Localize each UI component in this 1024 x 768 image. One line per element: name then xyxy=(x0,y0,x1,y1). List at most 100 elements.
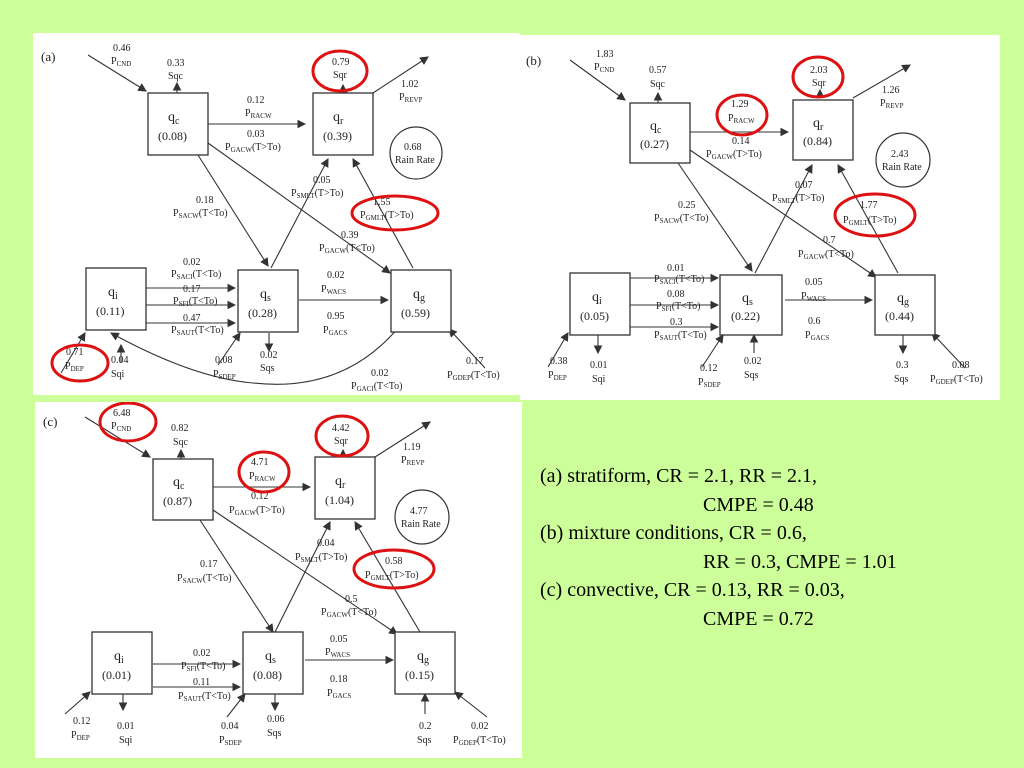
svg-text:0.12: 0.12 xyxy=(247,95,265,106)
box-qs: qs (0.28) xyxy=(237,269,299,333)
highlight-gmlt xyxy=(352,548,436,590)
svg-text:Sqs: Sqs xyxy=(267,728,282,739)
svg-text:1.77: 1.77 xyxy=(860,200,878,211)
svg-text:PWACS: PWACS xyxy=(801,291,826,303)
svg-text:PWACS: PWACS xyxy=(321,284,346,296)
arrow-cnd xyxy=(87,54,147,92)
svg-text:PCND: PCND xyxy=(111,421,131,433)
svg-text:qi: qi xyxy=(114,649,124,666)
svg-text:PSAUT(T<To): PSAUT(T<To) xyxy=(654,330,707,342)
svg-text:Sqs: Sqs xyxy=(894,374,909,385)
svg-text:0.02: 0.02 xyxy=(193,648,211,659)
svg-text:PSACI(T<To): PSACI(T<To) xyxy=(654,274,704,286)
svg-text:qc: qc xyxy=(650,119,662,136)
highlight-racw xyxy=(237,450,291,494)
svg-text:Sqs: Sqs xyxy=(744,370,759,381)
svg-text:0.68: 0.68 xyxy=(404,142,422,153)
panel-label: (a) xyxy=(41,49,55,64)
svg-text:(0.84): (0.84) xyxy=(803,134,832,148)
svg-text:PSMLT(T>To): PSMLT(T>To) xyxy=(295,552,347,564)
summary-b-line2: RR = 0.3, CMPE = 1.01 xyxy=(703,550,897,573)
svg-text:PSAUT(T<To): PSAUT(T<To) xyxy=(171,325,224,337)
svg-text:PGACW(T<To): PGACW(T<To) xyxy=(319,243,375,255)
svg-text:0.04: 0.04 xyxy=(317,538,335,549)
svg-text:PGACW(T>To): PGACW(T>To) xyxy=(706,149,762,161)
svg-text:PSACW(T<To): PSACW(T<To) xyxy=(654,213,709,225)
svg-text:0.08: 0.08 xyxy=(952,360,970,371)
svg-text:(0.15): (0.15) xyxy=(405,668,434,682)
svg-text:(0.44): (0.44) xyxy=(885,309,914,323)
svg-text:Sqr: Sqr xyxy=(333,70,348,81)
svg-text:0.03: 0.03 xyxy=(247,129,265,140)
arrow-gacw-low xyxy=(207,142,391,274)
flow-arrows xyxy=(64,416,488,718)
box-qc: qc (0.87) xyxy=(152,458,214,521)
svg-text:PDEP: PDEP xyxy=(65,361,84,373)
arrow-revp xyxy=(372,56,429,94)
svg-text:Sqr: Sqr xyxy=(812,78,827,89)
svg-text:PCND: PCND xyxy=(594,62,614,74)
svg-text:(0.08): (0.08) xyxy=(158,129,187,143)
svg-text:0.08: 0.08 xyxy=(215,355,233,366)
svg-text:(0.39): (0.39) xyxy=(323,129,352,143)
svg-text:0.46: 0.46 xyxy=(113,43,131,54)
svg-text:0.04: 0.04 xyxy=(111,355,129,366)
highlight-sqr xyxy=(314,414,370,458)
svg-text:0.39: 0.39 xyxy=(341,230,359,241)
highlight-circles xyxy=(50,49,440,383)
svg-text:PSFI(T<To): PSFI(T<To) xyxy=(656,301,701,313)
svg-text:0.02: 0.02 xyxy=(744,356,762,367)
svg-text:Sqc: Sqc xyxy=(173,437,189,448)
svg-text:PWACS: PWACS xyxy=(325,647,350,659)
svg-text:qr: qr xyxy=(335,474,346,491)
box-qr: qr (0.39) xyxy=(312,92,374,156)
svg-text:PSMLT(T>To): PSMLT(T>To) xyxy=(291,188,343,200)
svg-text:Rain Rate: Rain Rate xyxy=(395,155,435,166)
svg-text:qr: qr xyxy=(333,110,344,127)
box-qc: qc (0.27) xyxy=(629,102,691,164)
summary-a-line2: CMPE = 0.48 xyxy=(703,493,814,516)
svg-text:qs: qs xyxy=(265,649,276,666)
svg-text:1.29: 1.29 xyxy=(731,99,749,110)
svg-text:0.02: 0.02 xyxy=(371,368,389,379)
svg-text:qc: qc xyxy=(173,475,185,492)
svg-text:0.17: 0.17 xyxy=(200,559,218,570)
svg-text:4.71: 4.71 xyxy=(251,457,269,468)
svg-text:qi: qi xyxy=(592,290,602,307)
svg-text:PSACW(T<To): PSACW(T<To) xyxy=(173,208,228,220)
svg-text:4.42: 4.42 xyxy=(332,423,350,434)
svg-text:(0.27): (0.27) xyxy=(640,137,669,151)
svg-text:(0.01): (0.01) xyxy=(102,668,131,682)
box-qc: qc (0.08) xyxy=(147,92,209,156)
svg-text:(0.08): (0.08) xyxy=(253,668,282,682)
rain-rate-circle: 0.68 Rain Rate xyxy=(389,126,443,180)
svg-text:PRACW: PRACW xyxy=(245,108,272,120)
svg-text:0.01: 0.01 xyxy=(667,263,685,274)
box-qg: qg (0.15) xyxy=(394,631,456,695)
svg-text:qr: qr xyxy=(813,116,824,133)
svg-text:Rain Rate: Rain Rate xyxy=(882,162,922,173)
highlight-circles xyxy=(715,55,917,238)
svg-text:(0.11): (0.11) xyxy=(96,304,125,318)
svg-text:qs: qs xyxy=(260,287,271,304)
svg-text:PRACW: PRACW xyxy=(249,471,276,483)
svg-text:0.95: 0.95 xyxy=(327,311,345,322)
svg-text:Sqs: Sqs xyxy=(417,735,432,746)
box-qi: qi (0.01) xyxy=(91,631,153,695)
svg-text:PREVP: PREVP xyxy=(401,455,425,467)
panel-label: (c) xyxy=(43,414,57,429)
svg-text:0.05: 0.05 xyxy=(805,277,823,288)
svg-text:qg: qg xyxy=(417,649,429,666)
arrow-gdep xyxy=(448,328,486,369)
svg-text:PGDEP(T<To): PGDEP(T<To) xyxy=(930,374,983,386)
svg-text:Sqr: Sqr xyxy=(334,436,349,447)
diagram-panel-b: (b) qc (0.27) qr (0.84) qi (0.05) xyxy=(520,35,1000,400)
diagram-panel-a: (a) qc (0.08) qr (0.39) qi (0.11) xyxy=(33,33,520,395)
svg-text:PGACS: PGACS xyxy=(323,325,347,337)
svg-text:PGDEP(T<To): PGDEP(T<To) xyxy=(447,370,500,382)
svg-text:PGACW(T<To): PGACW(T<To) xyxy=(321,607,377,619)
svg-text:PREVP: PREVP xyxy=(880,98,904,110)
svg-text:PGACS: PGACS xyxy=(805,330,829,342)
svg-text:PGACW(T>To): PGACW(T>To) xyxy=(229,505,285,517)
svg-text:0.57: 0.57 xyxy=(649,65,667,76)
